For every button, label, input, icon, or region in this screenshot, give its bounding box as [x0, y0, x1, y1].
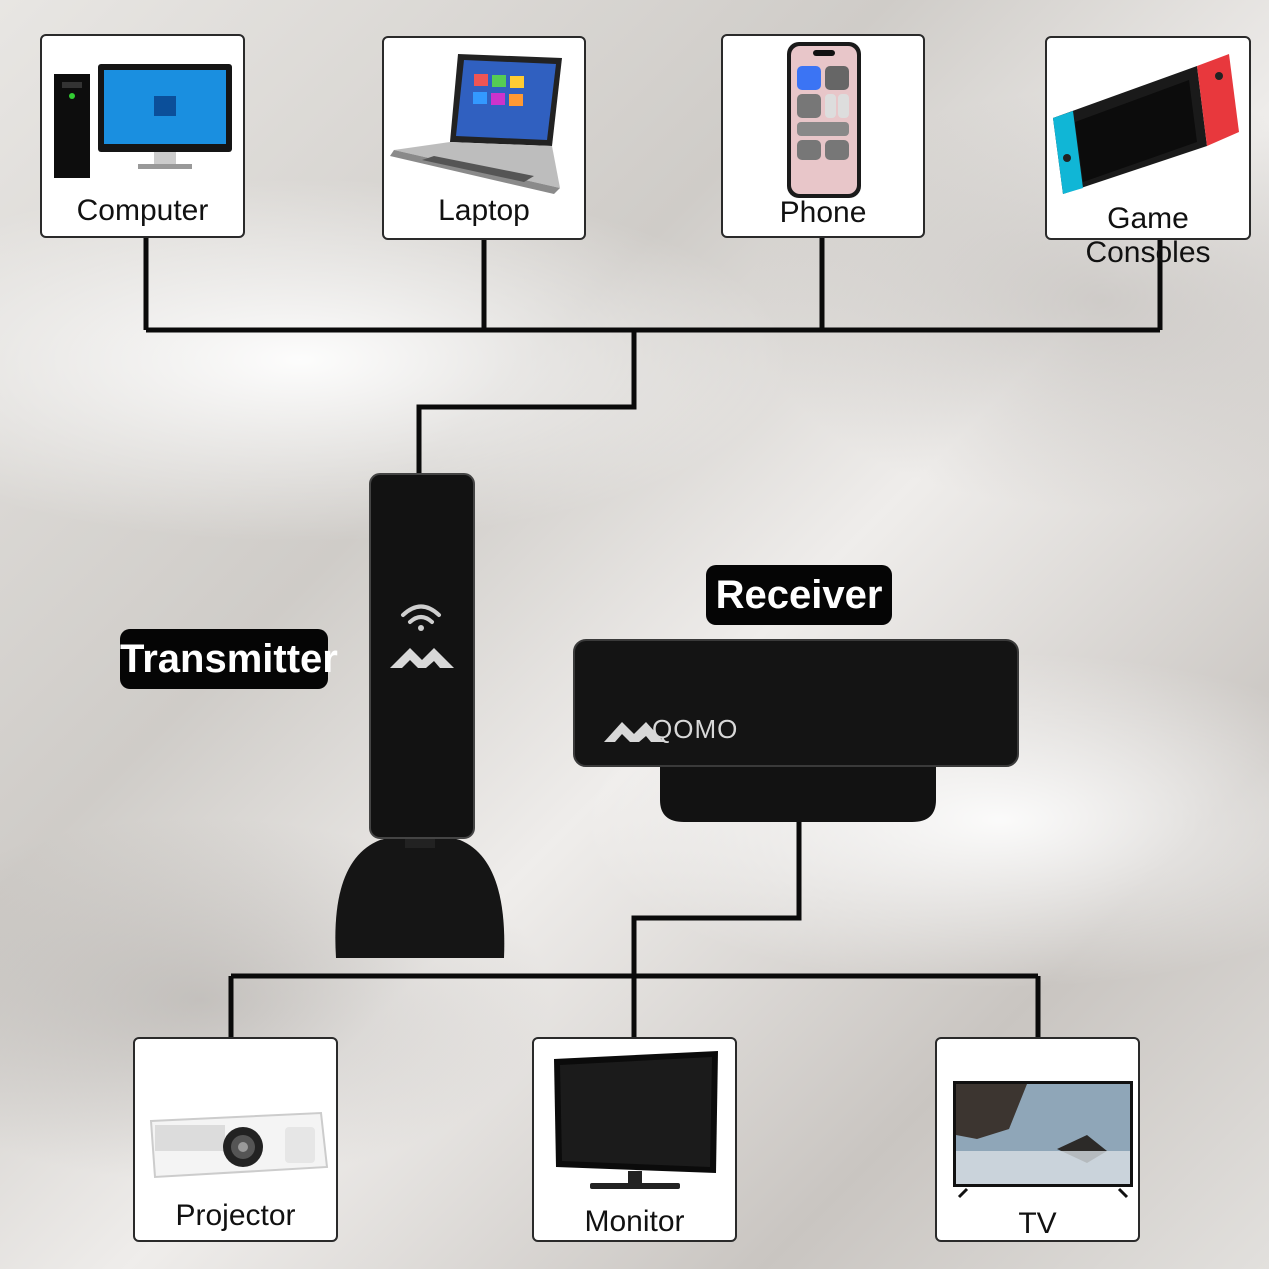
source-card-computer: Computer	[40, 34, 245, 238]
laptop-icon	[390, 54, 562, 194]
tv-icon	[953, 1081, 1133, 1199]
receiver-brand-text: QOMO	[652, 714, 739, 744]
output-card-monitor: Monitor	[532, 1037, 737, 1242]
source-label: Game Consoles	[1085, 202, 1211, 269]
source-card-phone: Phone	[721, 34, 925, 238]
source-card-laptop: Laptop	[382, 36, 586, 240]
wire-to-transmitter	[416, 330, 637, 476]
receiver-label: Receiver	[706, 565, 892, 625]
source-card-game-consoles: Game Consoles	[1045, 36, 1251, 269]
source-label: Computer	[76, 194, 209, 227]
game-console-icon	[1053, 54, 1239, 194]
output-label: Monitor	[584, 1205, 685, 1238]
source-label: Laptop	[438, 194, 530, 227]
wire-from-receiver	[631, 820, 802, 976]
phone-icon	[787, 42, 861, 198]
projector-icon	[149, 1111, 329, 1179]
computer-icon	[54, 64, 232, 178]
output-label: Projector	[175, 1199, 296, 1232]
source-label: Phone	[779, 196, 867, 229]
output-card-tv: TV	[935, 1037, 1140, 1242]
monitor-icon	[554, 1051, 718, 1189]
output-label: TV	[1018, 1207, 1057, 1240]
transmitter-label: Transmitter	[120, 629, 338, 689]
output-card-projector: Projector	[133, 1037, 338, 1242]
